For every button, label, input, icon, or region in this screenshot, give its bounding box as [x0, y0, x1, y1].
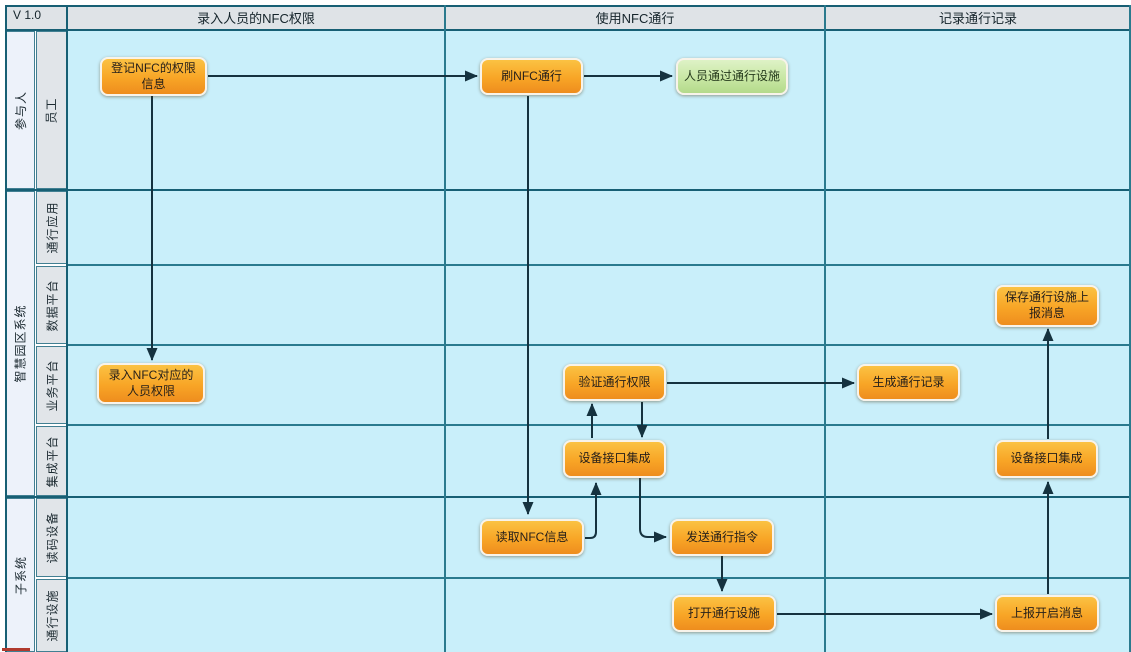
bottom-left-red-mark — [2, 648, 30, 651]
node-device-interface-integration-mid[interactable]: 设备接口集成 — [563, 440, 666, 478]
diagram-canvas — [67, 30, 1131, 652]
group-label: 子系统 — [13, 555, 28, 595]
grid-line — [66, 5, 68, 652]
node-enter-personnel-permission[interactable]: 录入NFC对应的人员权限 — [97, 363, 205, 404]
grid-line — [824, 5, 826, 652]
grid-line — [1129, 5, 1131, 652]
lane-label: 读码设备 — [45, 511, 60, 564]
node-person-pass-facility[interactable]: 人员通过通行设施 — [676, 58, 788, 95]
phase-header-enter-nfc: 录入人员的NFC权限 — [67, 5, 445, 30]
group-cell-subsystem: 子系统 — [5, 498, 35, 652]
lane-cell-integration-platform: 集成平台 — [36, 426, 67, 496]
lane-label: 员工 — [44, 96, 59, 124]
grid-line — [5, 496, 1131, 498]
node-save-facility-report-message[interactable]: 保存通行设施上报消息 — [995, 285, 1099, 327]
lane-label: 集成平台 — [45, 434, 60, 488]
node-open-pass-facility[interactable]: 打开通行设施 — [672, 595, 776, 632]
grid-line — [67, 424, 1131, 426]
phase-header-record: 记录通行记录 — [825, 5, 1131, 30]
group-label: 参与人 — [13, 90, 28, 130]
lane-label: 数据平台 — [45, 278, 60, 332]
grid-line — [5, 29, 1131, 31]
grid-line — [67, 577, 1131, 579]
node-read-nfc-info[interactable]: 读取NFC信息 — [480, 519, 584, 556]
version-label: V 1.0 — [13, 8, 42, 22]
node-swipe-nfc[interactable]: 刷NFC通行 — [480, 58, 583, 95]
node-verify-pass-permission[interactable]: 验证通行权限 — [563, 364, 666, 401]
phase-header-label: 记录通行记录 — [938, 11, 1017, 26]
version-cell: V 1.0 — [5, 5, 67, 30]
lane-cell-business-platform: 业务平台 — [36, 346, 67, 424]
node-generate-pass-record[interactable]: 生成通行记录 — [857, 364, 960, 401]
phase-header-use-nfc: 使用NFC通行 — [445, 5, 825, 30]
node-send-pass-command[interactable]: 发送通行指令 — [670, 519, 774, 556]
lane-cell-code-reader: 读码设备 — [36, 498, 67, 577]
lane-cell-access-app: 通行应用 — [36, 191, 67, 264]
node-device-interface-integration-right[interactable]: 设备接口集成 — [995, 440, 1098, 478]
group-cell-participants: 参与人 — [5, 31, 35, 189]
grid-line — [67, 344, 1131, 346]
phase-header-label: 使用NFC通行 — [595, 11, 675, 26]
lane-label: 通行设施 — [45, 589, 60, 642]
lane-cell-access-facility: 通行设施 — [36, 579, 67, 652]
grid-line — [67, 264, 1131, 266]
group-label: 智慧园区系统 — [13, 304, 28, 383]
lane-label: 业务平台 — [45, 358, 60, 412]
grid-line — [5, 189, 1131, 191]
grid-line — [444, 5, 446, 652]
node-report-open-message[interactable]: 上报开启消息 — [995, 595, 1099, 632]
node-register-nfc-permission[interactable]: 登记NFC的权限信息 — [100, 57, 207, 96]
lane-label: 通行应用 — [45, 201, 60, 254]
group-cell-smart-park-system: 智慧园区系统 — [5, 191, 35, 496]
lane-cell-employee: 员工 — [36, 31, 67, 189]
grid-line — [5, 5, 1131, 7]
lane-cell-data-platform: 数据平台 — [36, 266, 67, 344]
phase-header-label: 录入人员的NFC权限 — [197, 11, 315, 26]
grid-line — [5, 5, 7, 652]
